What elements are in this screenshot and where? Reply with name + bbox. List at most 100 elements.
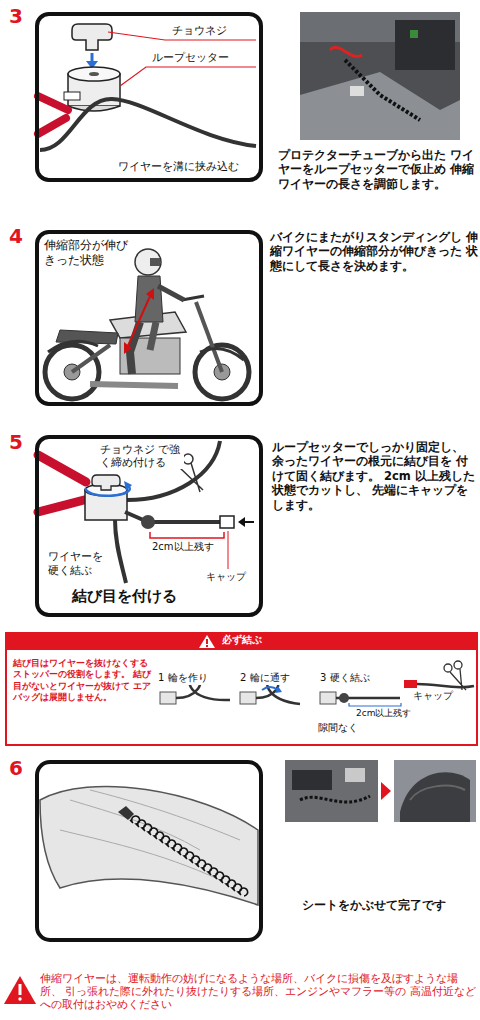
step4-illustration-part: [150, 258, 160, 266]
photo-step3-part: [300, 12, 460, 140]
warning-panel-art-part: [349, 703, 401, 706]
warning-icon-part: [18, 997, 21, 1000]
photo-step3-part: [350, 86, 364, 96]
warning-panel-art-part: [339, 693, 349, 703]
step6-illustration-part: [130, 816, 248, 896]
callout-number: 6: [9, 756, 23, 781]
step4-illustration-part: [182, 296, 204, 300]
photo-step6-part: [285, 760, 378, 822]
node-text: ワイヤーを硬く結ぶ: [48, 550, 108, 578]
photo-step6-part: [394, 760, 476, 822]
step6-illustration-part: [40, 786, 258, 905]
step5-illustration-part: [86, 486, 130, 496]
callout-number: 3: [9, 4, 23, 29]
photo-step6: [285, 760, 476, 822]
node-text: 必ず結ぶ: [7, 634, 476, 646]
step4-illustration-part: [127, 294, 151, 348]
step4-illustration-part: [72, 345, 110, 372]
photo-step6-part: [300, 796, 370, 802]
warning-panel-art-part: [206, 645, 208, 647]
warning-panel-art-part: [320, 692, 336, 704]
step5-illustration-part: [124, 481, 132, 491]
step5-illustration-part: [183, 454, 193, 464]
node-text: 隙間なく: [318, 722, 358, 734]
photo-step3-part: [395, 20, 455, 70]
step3-illustration-part: [68, 67, 120, 81]
photo-step3-part: [330, 47, 362, 56]
warning-icon-part: [4, 976, 36, 1004]
header-band: 必ず結ぶ: [7, 633, 476, 651]
step4-illustration: [45, 249, 249, 399]
warning-panel-art-part: [417, 684, 474, 687]
callout-number: 5: [9, 430, 23, 455]
step3-illustration-part: [38, 96, 68, 110]
warning-panel-art-part: [5, 632, 478, 650]
step6-illustration: [37, 762, 261, 940]
step4-illustration-part: [135, 249, 161, 275]
warning-panel-art-part: [454, 661, 462, 669]
photo-step6-part: [292, 770, 332, 790]
step4-illustration-part: [146, 288, 154, 300]
step3-illustration-part: [91, 53, 94, 62]
warning-panel-art-part: [160, 692, 176, 704]
step-description: シートをかぶせて完了です: [302, 898, 446, 912]
step4-illustration-part: [200, 348, 244, 360]
warning-icon: [4, 976, 36, 1004]
warning-icon-part: [19, 984, 22, 995]
step3-illustration-part: [72, 24, 112, 50]
step5-illustration-part: [125, 512, 220, 522]
step3-illustration-part: [38, 118, 66, 134]
step-description: バイクにまたがりスタンディングし 伸縮ワイヤーの伸縮部分が伸びきった 状態にして…: [270, 230, 478, 273]
step3-illustration-part: [40, 99, 256, 150]
node-text: 結び目を付ける: [72, 587, 177, 606]
step3-illustration-part: [64, 92, 80, 100]
photo-step3-part: [410, 30, 418, 38]
node-text: 2cm以上残す: [356, 708, 411, 719]
step5-illustration-part: [38, 455, 86, 482]
step4-illustration-part: [196, 302, 222, 372]
warning-panel-art-part: [240, 692, 256, 704]
step5-illustration-part: [150, 532, 224, 538]
node-text: ループセッター: [152, 51, 229, 65]
step5-illustration: [38, 441, 254, 583]
step-description: ループセッターでしっかり固定し、 余ったワイヤーの根元に結び目を 付けて固く結び…: [272, 440, 478, 512]
illustration-frame: 伸縮部分が伸びきった状態: [35, 230, 263, 406]
step3-illustration-part: [120, 67, 256, 86]
node-text: 2cm以上残す: [152, 541, 214, 554]
warning-panel-art-part: [275, 686, 282, 693]
step5-illustration-part: [38, 500, 84, 512]
photo-step3-part: [345, 60, 420, 120]
step4-illustration-part: [48, 341, 98, 352]
illustration-frame: チョウネジ で強く締め付ける 2cm以上残すキャップ ワイヤーを硬く結ぶ結び目を付け…: [35, 435, 263, 617]
warning-panel-art-part: [444, 664, 452, 672]
warning-panel-art-part: [404, 680, 417, 688]
photo-step3-part: [300, 72, 460, 140]
step5-illustration-part: [220, 516, 234, 528]
photo-step6-part: [381, 782, 391, 800]
node-text: チョウネジ で強く締め付ける: [100, 443, 184, 469]
step4-illustration-part: [158, 286, 184, 300]
step-description: プロテクターチューブから出た ワイヤーをループセッターで仮止め 伸縮ワイヤーの長…: [278, 148, 478, 191]
illustration-frame: チョウネジループセッターワイヤーを溝に挟み込む: [35, 12, 263, 182]
step4-illustration-part: [90, 384, 178, 386]
warning-panel-art-part: [199, 635, 215, 648]
warning-note: 伸縮ワイヤーは、運転動作の妨げになるような場所、バイクに損傷を及ぼすような場所、…: [40, 972, 476, 1011]
step3-illustration-part: [89, 72, 99, 76]
step5-illustration-part: [238, 517, 245, 527]
node-text: キャップ: [413, 690, 453, 702]
node-text: チョウネジ: [172, 24, 227, 38]
warning-panel-art: [5, 632, 478, 706]
node-text: 1 輪を作り: [158, 672, 208, 685]
step3-illustration: [38, 24, 256, 150]
step4-illustration-part: [124, 342, 132, 354]
photo-step3: [300, 12, 460, 140]
node-text: 結び目はワイヤーを抜けなくする ストッパーの役割をします。 結び目がないとワイヤ…: [13, 658, 153, 703]
photo-step6-part: [410, 786, 465, 800]
photo-step6-part: [400, 772, 470, 822]
step5-illustration-part: [141, 515, 155, 529]
photo-step6-part: [345, 768, 365, 782]
node-text: キャップ: [206, 571, 246, 584]
node-text: 伸縮部分が伸びきった状態: [44, 238, 132, 268]
step5-illustration-part: [115, 520, 126, 583]
warning-panel-art-part: [262, 687, 278, 690]
